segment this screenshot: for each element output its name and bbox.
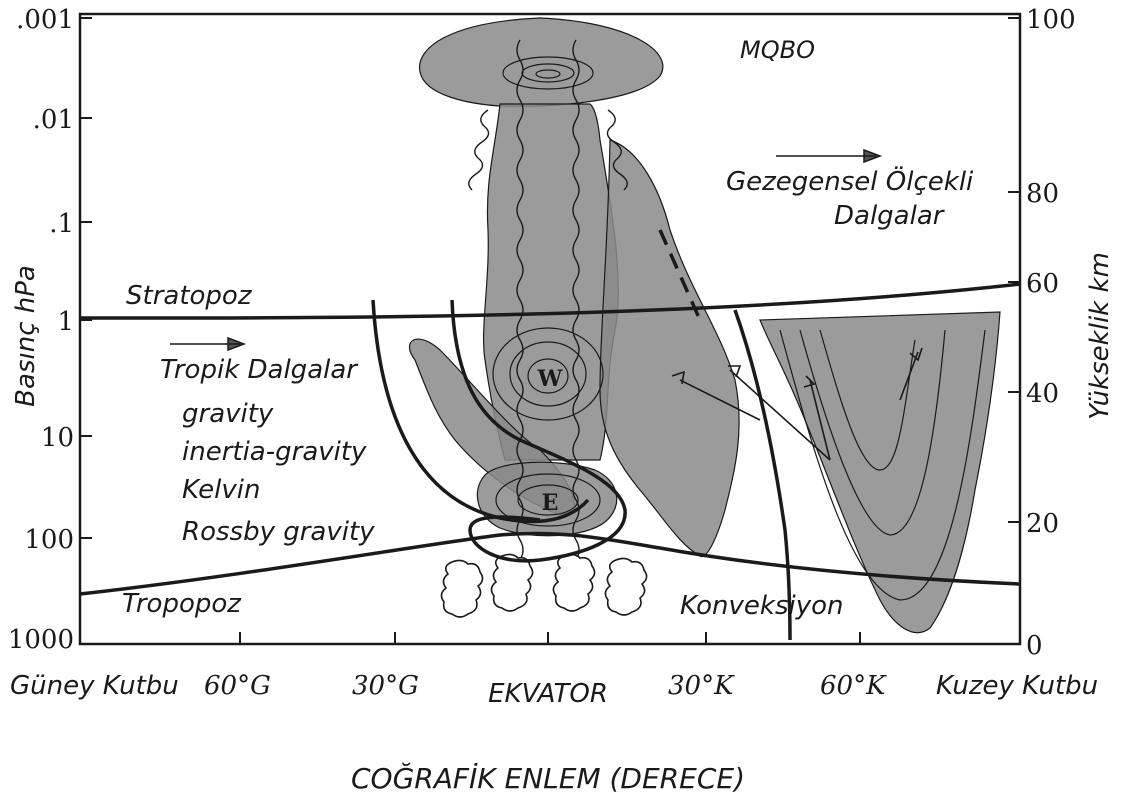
wave-type-label: Rossby gravity (182, 517, 375, 547)
right-tick-label: 80 (1026, 179, 1059, 209)
bottom-tick-label: 30°K (668, 671, 735, 701)
tropical-waves-label: Tropik Dalgalar (160, 355, 359, 385)
left-tick-label: 10 (41, 423, 74, 453)
tropopause-label: Tropopoz (122, 589, 242, 619)
left-tick-label: .01 (33, 105, 74, 135)
bottom-tick-label: Kuzey Kutbu (936, 671, 1098, 701)
planetary-waves-label-1: Gezegensel Ölçekli (726, 165, 974, 197)
x-axis-title: COĞRAFİK ENLEM (DERECE) (351, 761, 745, 795)
right-tick-label: 60 (1026, 269, 1059, 299)
bottom-tick-label: Güney Kutbu (10, 671, 179, 701)
wave-type-label: gravity (182, 399, 274, 429)
right-tick-label: 40 (1026, 379, 1059, 409)
left-tick-label: 100 (24, 525, 74, 555)
left-tick-label: 1 (57, 307, 74, 337)
easterly-marker: E (542, 490, 559, 516)
mqbo-stem-region (484, 104, 619, 460)
wave-type-label: inertia-gravity (182, 437, 367, 467)
left-tick-label: 1000 (8, 625, 74, 655)
right-tick-label: 100 (1026, 5, 1076, 35)
bottom-tick-label: EKVATOR (488, 679, 608, 709)
bottom-tick-label: 60°K (820, 671, 887, 701)
right-axis-title: Yükseklik km (1085, 252, 1115, 420)
right-tick-label: 0 (1026, 631, 1043, 661)
stratopause-label: Stratopoz (126, 281, 253, 311)
bottom-axis-ticks: Güney Kutbu 60°G 30°G EKVATOR 30°K 60°K … (10, 671, 1098, 709)
wave-type-label: Kelvin (182, 475, 260, 505)
westerly-marker: W (537, 366, 563, 392)
left-tick-label: .001 (16, 5, 74, 35)
planetary-waves-label-2: Dalgalar (834, 201, 946, 231)
left-tick-label: .1 (49, 209, 74, 239)
bottom-tick-label: 30°G (352, 671, 419, 701)
mqbo-label: MQBO (740, 36, 815, 64)
bottom-tick-label: 60°G (204, 671, 271, 701)
right-axis-ticks: 100 80 60 40 20 0 (1026, 5, 1076, 661)
left-axis-title: Basınç hPa (11, 265, 41, 407)
right-tick-label: 20 (1026, 509, 1059, 539)
convection-label: Konveksiyon (680, 591, 844, 621)
